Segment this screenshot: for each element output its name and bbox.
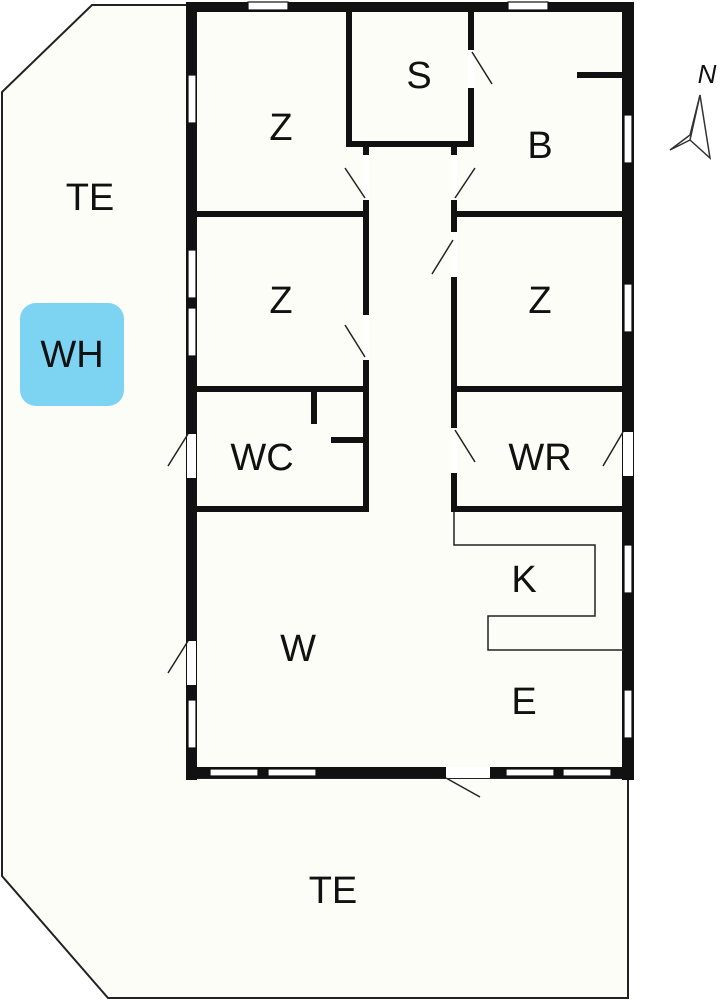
north-arrow-icon xyxy=(669,94,712,160)
label-toilet: WC xyxy=(230,437,293,479)
label-dining: E xyxy=(511,681,536,723)
label-bedroom-1: Z xyxy=(269,107,292,149)
windows xyxy=(187,1,633,777)
label-kitchen: K xyxy=(511,559,536,601)
door-openings xyxy=(187,50,633,778)
label-utility: WR xyxy=(508,437,571,479)
label-storage: S xyxy=(406,55,431,97)
door-swings xyxy=(167,51,624,798)
label-whirlpool: WH xyxy=(40,334,103,376)
label-terrace-top: TE xyxy=(66,177,115,219)
label-bedroom-2: Z xyxy=(269,280,292,322)
label-bedroom-3: Z xyxy=(528,280,551,322)
label-bathroom: B xyxy=(527,125,552,167)
kitchen-counter xyxy=(453,512,624,651)
label-terrace-bottom: TE xyxy=(309,870,358,912)
whirlpool-pad xyxy=(20,303,124,406)
north-label: N xyxy=(698,59,717,89)
label-living: W xyxy=(280,628,316,670)
